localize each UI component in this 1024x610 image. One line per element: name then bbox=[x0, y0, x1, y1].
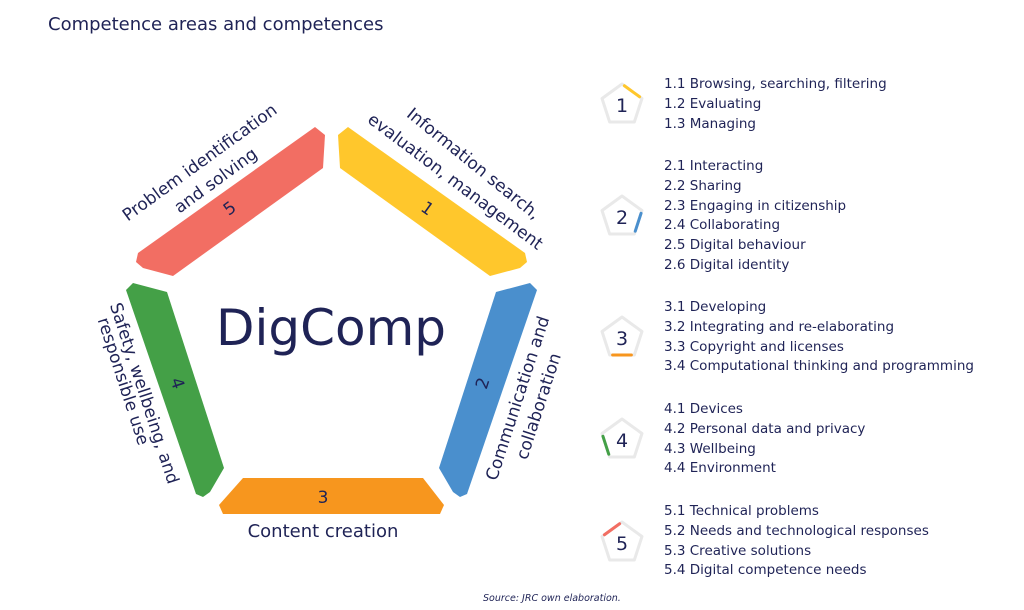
competence-item: 2.4 Collaborating bbox=[664, 217, 781, 234]
competence-item: 3.4 Computational thinking and programmi… bbox=[664, 358, 974, 375]
source-note: Source: JRC own elaboration. bbox=[483, 593, 621, 604]
competence-item: 3.2 Integrating and re-elaborating bbox=[664, 318, 895, 335]
competence-item: 5.1 Technical problems bbox=[664, 503, 819, 519]
segment-area-2 bbox=[439, 283, 537, 497]
area-number: 3 bbox=[616, 328, 628, 350]
segment-area-1 bbox=[338, 127, 527, 276]
pentagon-outline bbox=[600, 194, 644, 236]
pentagon-accent-edge bbox=[633, 211, 643, 233]
area-number: 4 bbox=[616, 430, 628, 452]
competence-item: 1.1 Browsing, searching, filtering bbox=[664, 76, 887, 92]
digcomp-pentagon: DigComp 1 5 4 2 3 Information search, ev… bbox=[93, 100, 566, 542]
center-label: DigComp bbox=[216, 299, 446, 357]
area-3-number: 3 bbox=[318, 488, 329, 508]
pentagon-accent-edge bbox=[622, 84, 642, 99]
segment-area-5 bbox=[136, 127, 325, 276]
competence-item: 2.1 Interacting bbox=[664, 158, 764, 174]
area-1-pentagon-icon: 1 bbox=[600, 82, 644, 124]
pentagon-outline bbox=[600, 417, 644, 459]
area-3-label: Content creation bbox=[248, 521, 399, 542]
segment-area-3 bbox=[219, 478, 444, 514]
competence-item: 2.2 Sharing bbox=[664, 177, 742, 194]
competence-item: 2.6 Digital identity bbox=[664, 257, 790, 273]
competence-item: 4.2 Personal data and privacy bbox=[664, 420, 866, 437]
competence-item: 4.1 Devices bbox=[664, 401, 743, 417]
competence-item: 5.2 Needs and technological responses bbox=[664, 522, 929, 539]
area-number: 5 bbox=[616, 533, 628, 555]
competence-item: 5.3 Creative solutions bbox=[664, 542, 812, 559]
competence-item: 1.3 Managing bbox=[664, 115, 756, 132]
area-4-pentagon-icon: 4 bbox=[600, 417, 644, 459]
area-number: 1 bbox=[616, 95, 628, 117]
area-3-pentagon-icon: 3 bbox=[600, 315, 644, 357]
pentagon-accent-edge bbox=[601, 434, 611, 456]
competence-item: 2.5 Digital behaviour bbox=[664, 237, 806, 254]
segment-area-4 bbox=[126, 283, 224, 497]
competence-item: 2.3 Engaging in citizenship bbox=[664, 197, 847, 214]
area-number: 2 bbox=[616, 207, 628, 229]
competence-item: 4.3 Wellbeing bbox=[664, 440, 756, 457]
pentagon-accent-edge bbox=[602, 522, 622, 537]
competence-item: 4.4 Environment bbox=[664, 460, 776, 477]
competence-item: 5.4 Digital competence needs bbox=[664, 562, 867, 579]
area-5-pentagon-icon: 5 bbox=[600, 520, 644, 562]
competence-item: 1.2 Evaluating bbox=[664, 95, 762, 112]
page-title: Competence areas and competences bbox=[48, 14, 384, 35]
area-2-pentagon-icon: 2 bbox=[600, 194, 644, 236]
competence-item: 3.1 Developing bbox=[664, 299, 767, 315]
competence-item: 3.3 Copyright and licenses bbox=[664, 338, 844, 355]
